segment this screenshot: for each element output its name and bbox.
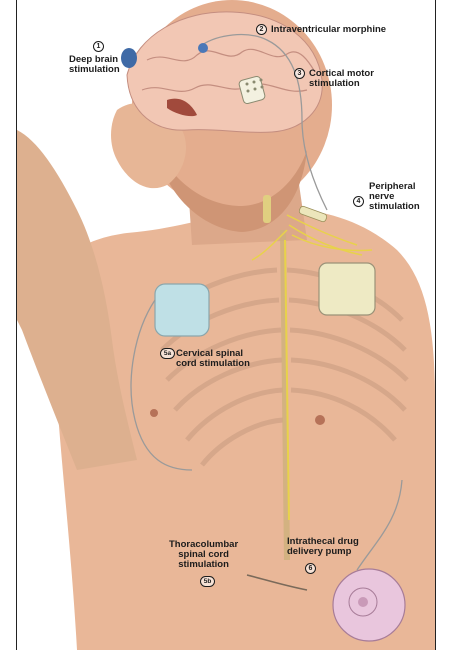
peripheral-generator	[319, 263, 375, 315]
label-num-2: 2	[256, 24, 267, 35]
label-num-6: 6	[305, 563, 316, 574]
illustration-frame: 1 Deep brain stimulation 2 Intraventricu…	[16, 0, 436, 650]
label-cortical: Cortical motor stimulation	[309, 69, 374, 89]
deep-brain-electrode	[121, 48, 137, 68]
label-deep-brain: Deep brain stimulation	[69, 55, 120, 75]
neck-electrode	[263, 195, 271, 223]
intraventricular-port	[198, 43, 208, 53]
label-cervical: Cervical spinal cord stimulation	[176, 349, 250, 369]
label-num-3: 3	[294, 68, 305, 79]
label-num-5a: 5a	[160, 348, 175, 359]
label-num-4: 4	[353, 196, 364, 207]
label-intraventricular: Intraventricular morphine	[271, 25, 386, 35]
label-num-1: 1	[93, 41, 104, 52]
cervical-generator	[155, 284, 209, 336]
label-intrathecal: Intrathecal drug delivery pump	[287, 537, 359, 557]
label-peripheral: Peripheral nerve stimulation	[369, 182, 420, 212]
label-num-5b: 5b	[200, 576, 215, 587]
label-thoracolumbar: Thoracolumbar spinal cord stimulation	[169, 540, 238, 570]
intrathecal-pump	[333, 569, 405, 641]
